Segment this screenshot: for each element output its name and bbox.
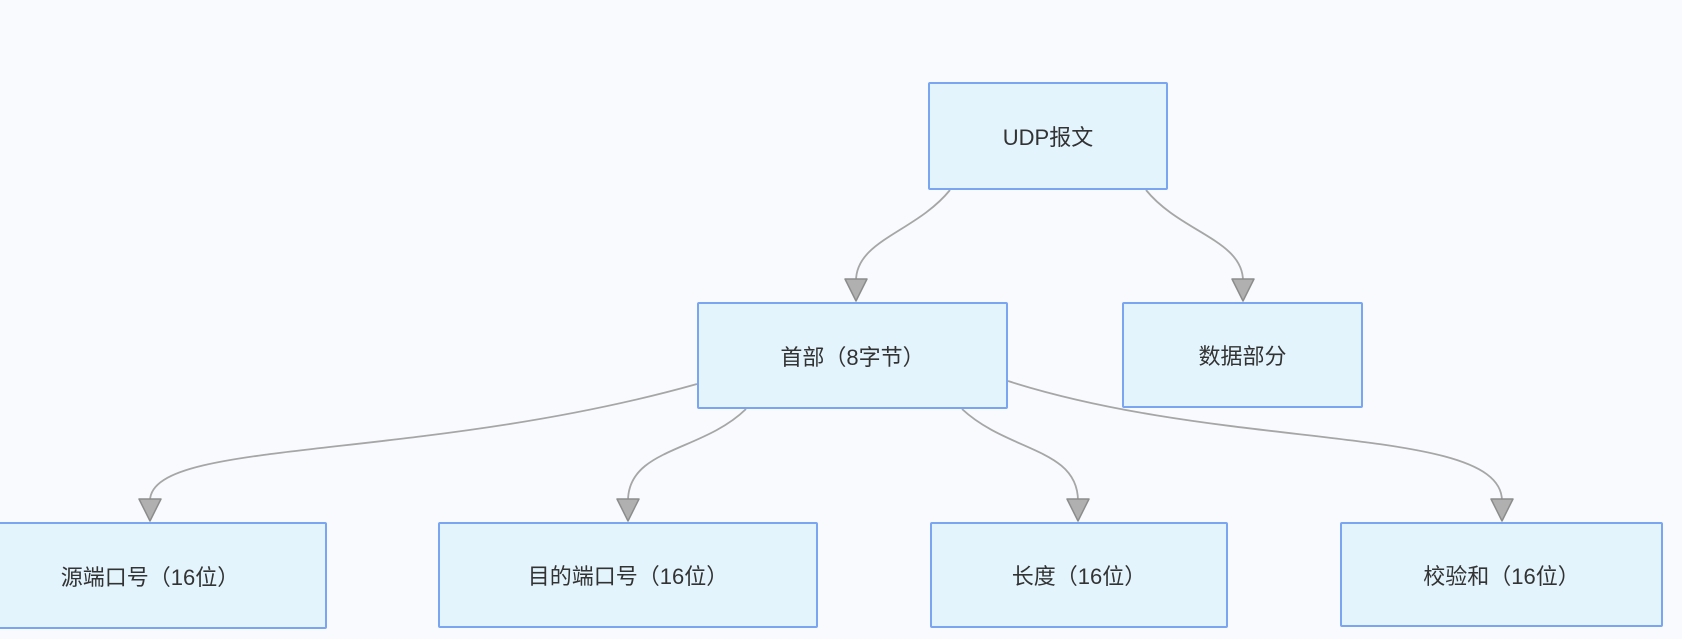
node-label: 数据部分 [1198,344,1287,369]
arrowhead-icon [1066,498,1090,522]
node-checksum: 校验和（16位） [1340,522,1663,627]
node-source-port: 源端口号（16位） [0,522,327,629]
node-label: 首部（8字节） [780,344,925,370]
node-label: 长度（16位） [1011,564,1147,589]
node-data-part: 数据部分 [1122,302,1363,408]
edge-header-to-src-port [149,383,698,502]
node-destination-port: 目的端口号（16位） [438,522,818,628]
edge-header-to-dst-port [627,408,747,502]
arrowhead-icon [616,498,640,522]
arrowhead-icon [1490,498,1514,522]
edge-header-to-checksum [1007,380,1503,502]
node-length: 长度（16位） [930,522,1228,628]
node-label: UDP报文 [1002,125,1094,150]
node-header: 首部（8字节） [697,302,1008,409]
edge-udp-to-header [855,189,951,282]
arrowhead-icon [844,278,868,302]
edge-udp-to-data [1145,189,1244,282]
node-label: 目的端口号（16位） [527,564,729,589]
arrowhead-icon [1231,278,1255,302]
arrowhead-icon [138,498,162,522]
node-label: 源端口号（16位） [60,564,240,590]
node-udp-message: UDP报文 [928,82,1168,190]
node-label: 校验和（16位） [1423,563,1580,589]
edge-header-to-length [961,408,1079,502]
